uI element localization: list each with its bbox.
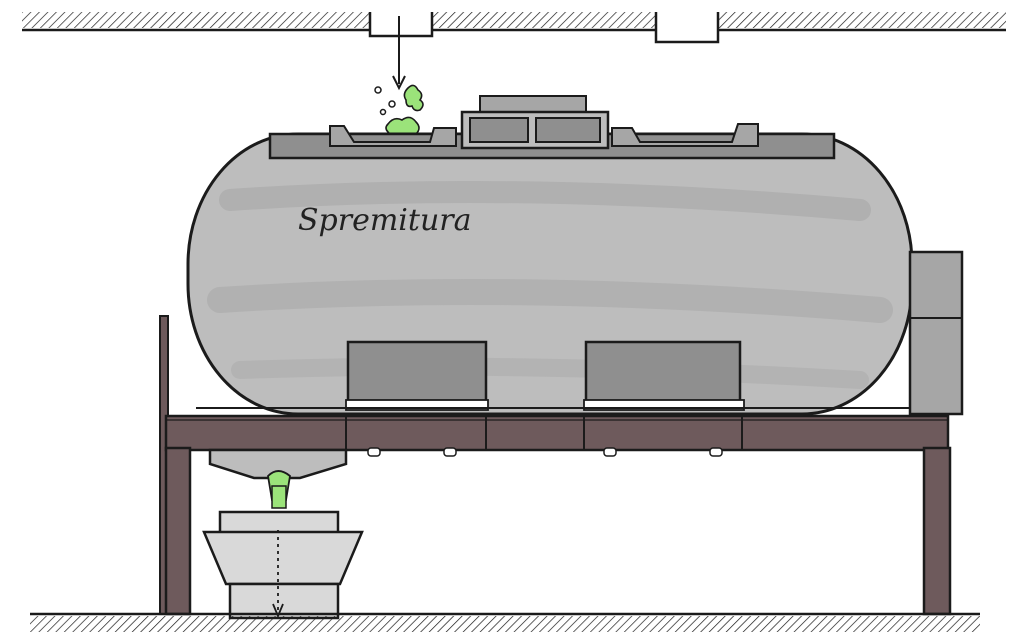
grape-cluster bbox=[403, 84, 424, 112]
press-frame bbox=[159, 315, 952, 616]
floor bbox=[30, 612, 980, 632]
tank-label: Spremitura bbox=[298, 203, 472, 238]
juice-outlet bbox=[208, 448, 348, 509]
tank-door-right bbox=[584, 340, 742, 404]
juice-hopper bbox=[202, 510, 364, 620]
grape-particle bbox=[374, 86, 382, 94]
grape-particle bbox=[388, 100, 396, 108]
tank-door-left bbox=[346, 340, 488, 404]
press-tank: Spremitura bbox=[186, 95, 964, 416]
ceiling bbox=[22, 12, 1006, 44]
motor-box bbox=[908, 250, 964, 416]
grape-particle bbox=[379, 108, 387, 116]
